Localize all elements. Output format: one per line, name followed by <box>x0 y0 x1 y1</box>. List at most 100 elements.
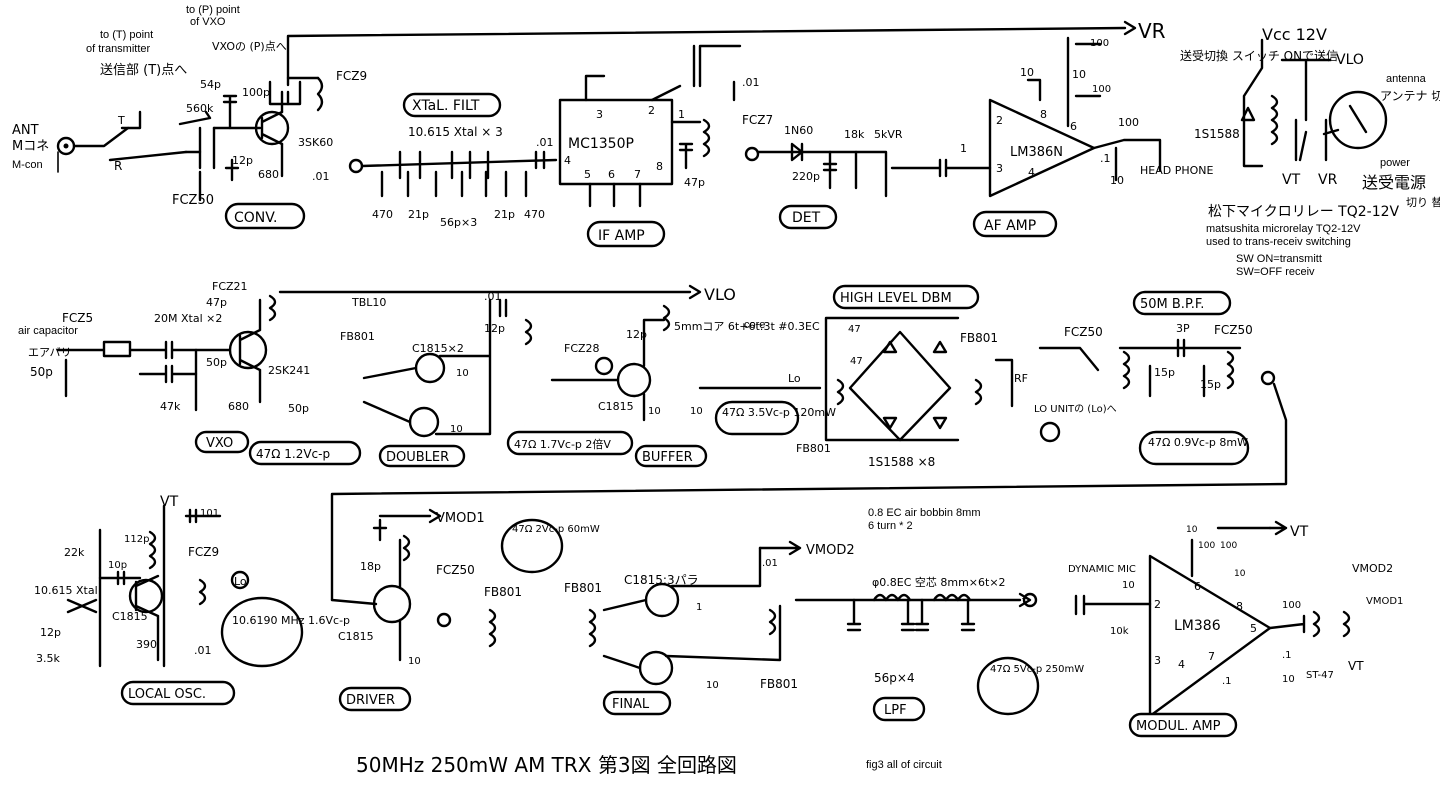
r10f-label: 10 <box>690 406 703 417</box>
c10a-label: 10 <box>1020 66 1034 79</box>
buffer-meas-label: 47Ω 1.7Vc-p 2倍V <box>514 437 611 451</box>
transformer-label: ST-47 <box>1306 670 1334 681</box>
diode-1s1588-label: 1S1588 <box>1194 127 1240 141</box>
c47pa-label: 47p <box>206 296 227 309</box>
buffer-block <box>634 444 708 468</box>
r10k-label: 10k <box>1110 626 1129 637</box>
relay-en-1: matsushita microrelay TQ2-12V <box>1206 223 1361 235</box>
bpf-meas-label: 47Ω 0.9Vc-p 8mW <box>1148 436 1248 449</box>
lpf-stage <box>794 592 1038 632</box>
t-point-label: T <box>1021 597 1027 606</box>
r560k-label: 560k <box>186 102 214 115</box>
c01g-label: .1 <box>1222 676 1232 687</box>
lo-label: Lo <box>788 372 801 385</box>
c50pc-label: 50p <box>288 402 309 415</box>
c100a-label: 100 <box>1090 38 1109 49</box>
core-note: core <box>744 319 765 331</box>
c10d-label: 10 <box>1234 569 1246 579</box>
ic3-pin7: 7 <box>1208 650 1215 663</box>
antenna-note: antenna <box>1386 73 1427 85</box>
vmod1-label-mod: VMOD1 <box>1366 596 1403 607</box>
to-p-point-note: to (P) point <box>186 4 240 16</box>
driver-meas-label: 47Ω 2Vc-p 60mW <box>512 524 600 535</box>
lpf-block <box>872 696 926 722</box>
c1-label: 1 <box>960 142 967 155</box>
ic1-pin2: 2 <box>648 104 655 117</box>
c01b-label: .01 <box>536 136 554 149</box>
driver-meas-box <box>500 518 564 574</box>
ic2-label: LM386N <box>1010 145 1063 160</box>
final-stage <box>436 540 802 686</box>
fb801f-label: FB801 <box>760 677 798 691</box>
xtal-filt-block <box>402 92 502 118</box>
vxo-meas-box <box>248 440 362 466</box>
xtal-filt-spec: 10.615 Xtal × 3 <box>408 125 503 139</box>
vxo-stage <box>56 294 277 412</box>
fet2-label: 2SK241 <box>268 364 310 377</box>
headphone-label: HEAD PHONE <box>1140 164 1214 177</box>
local-osc-label: LOCAL OSC. <box>128 687 206 702</box>
r10i-label: 10 <box>1186 525 1198 535</box>
antenna-switch-label: アンテナ 切り 替え <box>1380 89 1440 103</box>
ic2-pin8: 8 <box>1040 108 1047 121</box>
tr-lo-label: C1815 <box>112 610 148 623</box>
fcz50b-label: FCZ50 <box>1064 325 1103 339</box>
ic1-pin3: 3 <box>596 108 603 121</box>
c100p-label: 100p <box>242 86 270 99</box>
of-transmitter-note: of transmitter <box>86 43 151 55</box>
modul-amp-stage <box>1074 520 1351 718</box>
c15pb-label: 15p <box>1200 378 1221 391</box>
c50pb-label: 50p <box>206 356 227 369</box>
mcon-label: Mコネ <box>12 139 49 154</box>
vxo-meas-label: 47Ω 1.2Vc-p <box>256 447 330 461</box>
c21pb-label: 21p <box>494 208 515 221</box>
ic1-label: MC1350P <box>568 136 634 152</box>
tr-doubler-label: C1815×2 <box>412 342 464 355</box>
r1-label: 1 <box>696 602 702 613</box>
r10h-label: 10 <box>706 680 719 691</box>
vt-label-lo: VT <box>160 494 179 510</box>
c54p-label: 54p <box>200 78 221 91</box>
c15pa-label: 15p <box>1154 366 1175 379</box>
fet1-label: 3SK60 <box>298 136 333 149</box>
vlo-label: VLO <box>704 285 736 304</box>
c1b-label: .1 <box>1100 152 1111 165</box>
c10b-label: 10 <box>1110 174 1124 187</box>
dbm-stage <box>698 316 1061 443</box>
core-jp-label: 5mmコア 6t+6t:3t #0.3EC <box>674 320 820 333</box>
ic1-pin7: 7 <box>634 168 641 181</box>
r18k-label: 18k <box>844 128 865 141</box>
af-amp-stage <box>988 36 1162 198</box>
if-amp-label: IF AMP <box>598 228 645 244</box>
sw-r-label: R <box>114 159 122 173</box>
fcz21-label: FCZ21 <box>212 280 248 293</box>
fb801a-label: FB801 <box>340 330 375 343</box>
vr5k-label: 5kVR <box>874 128 903 141</box>
driver-label: DRIVER <box>346 693 395 708</box>
c01d-label: .01 <box>484 290 502 303</box>
vt-label-top: VT <box>1282 172 1301 188</box>
det-block <box>778 204 838 230</box>
r470b-label: 470 <box>524 208 545 221</box>
r47k-label: 47k <box>160 400 181 413</box>
ic3-pin8: 8 <box>1236 600 1243 613</box>
converter-stage <box>178 76 324 202</box>
dbm-block <box>832 284 980 310</box>
conv-block <box>224 202 306 230</box>
c01c-label: .01 <box>742 76 760 89</box>
ic1-pin1: 1 <box>678 108 685 121</box>
fcz7-label: FCZ7 <box>742 113 773 127</box>
r35k-label: 3.5k <box>36 652 60 665</box>
c100f-label: 100 <box>1282 600 1301 611</box>
r22k-label: 22k <box>64 546 85 559</box>
lo-meas-label: 47Ω 3.5Vc-p 120mW <box>722 406 836 419</box>
ic1-pin8: 8 <box>656 160 663 173</box>
vmod2-label-mod: VMOD2 <box>1352 562 1393 575</box>
c50p-label: 50p <box>30 365 53 379</box>
sw-on-note: SW ON=transmitt <box>1236 253 1322 265</box>
fcz9b-label: FCZ9 <box>188 545 219 559</box>
final-block <box>602 690 672 716</box>
vlo-rail <box>278 284 702 300</box>
bpf-block <box>1132 290 1232 316</box>
